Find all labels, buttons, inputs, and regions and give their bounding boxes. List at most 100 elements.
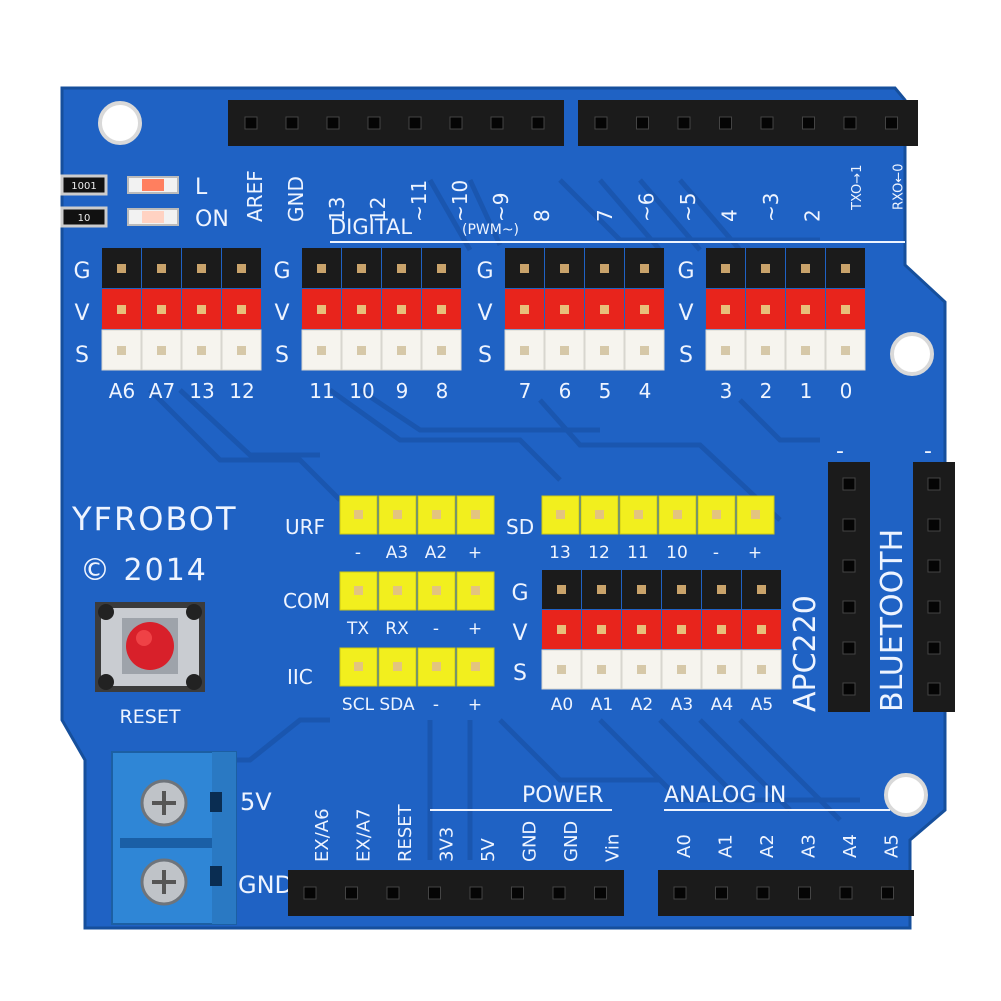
pin[interactable] — [597, 625, 606, 634]
pin[interactable] — [673, 510, 682, 519]
reset-button[interactable] — [95, 602, 205, 692]
pin[interactable] — [157, 305, 166, 314]
socket-hole — [927, 518, 941, 532]
pin[interactable] — [432, 510, 441, 519]
pin[interactable] — [520, 264, 529, 273]
pin[interactable] — [354, 662, 363, 671]
pin[interactable] — [677, 665, 686, 674]
row-label-g: G — [73, 259, 90, 284]
reset-cap[interactable] — [126, 622, 174, 670]
pin[interactable] — [237, 264, 246, 273]
pin[interactable] — [117, 264, 126, 273]
pin[interactable] — [397, 346, 406, 355]
pin[interactable] — [717, 585, 726, 594]
led-l-label: L — [195, 175, 208, 200]
power-pin-label: RESET — [395, 803, 416, 862]
pin[interactable] — [761, 346, 770, 355]
analog-in-pin-label: A1 — [716, 834, 737, 858]
pin[interactable] — [437, 346, 446, 355]
pin[interactable] — [801, 346, 810, 355]
pin[interactable] — [520, 305, 529, 314]
pin[interactable] — [560, 305, 569, 314]
pin[interactable] — [197, 305, 206, 314]
pin[interactable] — [717, 625, 726, 634]
pin[interactable] — [157, 346, 166, 355]
pin[interactable] — [393, 586, 402, 595]
pin[interactable] — [357, 264, 366, 273]
pin[interactable] — [117, 305, 126, 314]
pin[interactable] — [600, 305, 609, 314]
pin[interactable] — [634, 510, 643, 519]
pin[interactable] — [721, 264, 730, 273]
pin[interactable] — [357, 346, 366, 355]
pin[interactable] — [197, 346, 206, 355]
pin[interactable] — [637, 625, 646, 634]
pin[interactable] — [560, 264, 569, 273]
pin[interactable] — [556, 510, 565, 519]
pin[interactable] — [432, 662, 441, 671]
pin[interactable] — [761, 305, 770, 314]
pin[interactable] — [640, 264, 649, 273]
pin[interactable] — [357, 305, 366, 314]
pin[interactable] — [432, 586, 441, 595]
pin[interactable] — [117, 346, 126, 355]
pin[interactable] — [600, 264, 609, 273]
pin[interactable] — [761, 264, 770, 273]
pin[interactable] — [721, 346, 730, 355]
pin[interactable] — [520, 346, 529, 355]
pin[interactable] — [600, 346, 609, 355]
power-terminal-block[interactable] — [111, 751, 237, 925]
pin[interactable] — [677, 625, 686, 634]
pin[interactable] — [437, 264, 446, 273]
pin[interactable] — [841, 264, 850, 273]
pin[interactable] — [393, 662, 402, 671]
pin[interactable] — [757, 585, 766, 594]
pin[interactable] — [757, 625, 766, 634]
pin[interactable] — [717, 665, 726, 674]
wireless-headers — [828, 462, 955, 712]
pin[interactable] — [595, 510, 604, 519]
analog-pin-label: A5 — [751, 695, 773, 715]
pin[interactable] — [317, 264, 326, 273]
pin[interactable] — [597, 665, 606, 674]
pin[interactable] — [757, 665, 766, 674]
pin[interactable] — [751, 510, 760, 519]
pin[interactable] — [841, 305, 850, 314]
pin[interactable] — [557, 625, 566, 634]
pin[interactable] — [841, 346, 850, 355]
pin[interactable] — [637, 665, 646, 674]
pin[interactable] — [801, 264, 810, 273]
pin[interactable] — [317, 305, 326, 314]
pin[interactable] — [721, 305, 730, 314]
resistor-10-label: 10 — [78, 213, 91, 224]
sd-header-label: SD — [506, 515, 534, 539]
pin[interactable] — [354, 586, 363, 595]
pin[interactable] — [397, 264, 406, 273]
pin[interactable] — [560, 346, 569, 355]
pin[interactable] — [557, 585, 566, 594]
pin[interactable] — [677, 585, 686, 594]
pin[interactable] — [471, 510, 480, 519]
pin[interactable] — [237, 346, 246, 355]
pin[interactable] — [157, 264, 166, 273]
pin[interactable] — [597, 585, 606, 594]
pin[interactable] — [237, 305, 246, 314]
pin[interactable] — [354, 510, 363, 519]
pin[interactable] — [317, 346, 326, 355]
pin[interactable] — [197, 264, 206, 273]
pin[interactable] — [557, 665, 566, 674]
svg-text:-: - — [836, 439, 844, 464]
pin[interactable] — [712, 510, 721, 519]
pin[interactable] — [471, 662, 480, 671]
pin[interactable] — [393, 510, 402, 519]
row-label-v: V — [512, 621, 527, 646]
digital-label: DIGITAL — [330, 215, 412, 239]
pin[interactable] — [471, 586, 480, 595]
pin[interactable] — [397, 305, 406, 314]
pin[interactable] — [437, 305, 446, 314]
pin[interactable] — [801, 305, 810, 314]
pin[interactable] — [637, 585, 646, 594]
pin[interactable] — [640, 305, 649, 314]
pin[interactable] — [640, 346, 649, 355]
